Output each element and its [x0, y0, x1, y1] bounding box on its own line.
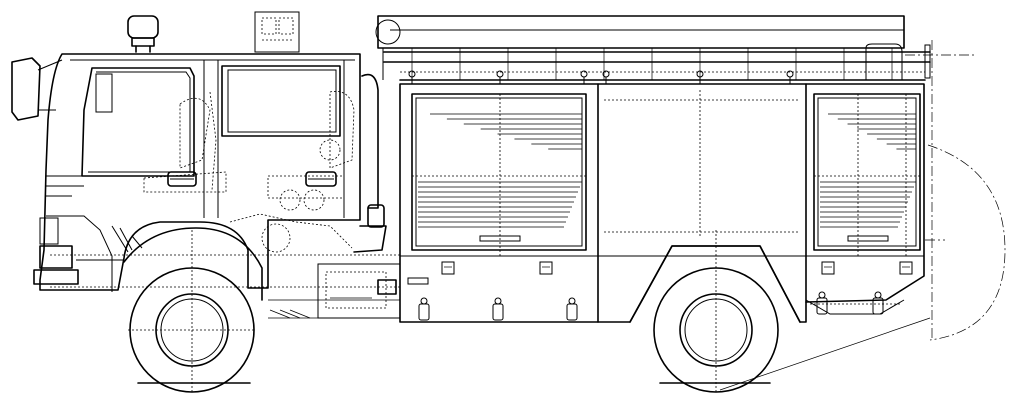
roof-searchlight-box [254, 11, 300, 53]
cab [11, 53, 400, 292]
rear-wheel [629, 230, 801, 393]
center-compartment-details [412, 90, 920, 256]
roof-ladder-rack [375, 15, 931, 81]
shutter-slat-lines [418, 113, 916, 242]
roof-beacon [127, 15, 159, 53]
latch-handles [418, 261, 913, 321]
roof-rack-posts [408, 48, 893, 84]
front-wheel [123, 227, 263, 393]
ground-lines [137, 317, 931, 391]
equipment-body [268, 83, 925, 323]
rear-step [407, 277, 905, 315]
roller-shutter-rear [813, 93, 921, 251]
roller-shutter-front [411, 93, 587, 251]
rear-clearance-arc [905, 40, 1006, 341]
